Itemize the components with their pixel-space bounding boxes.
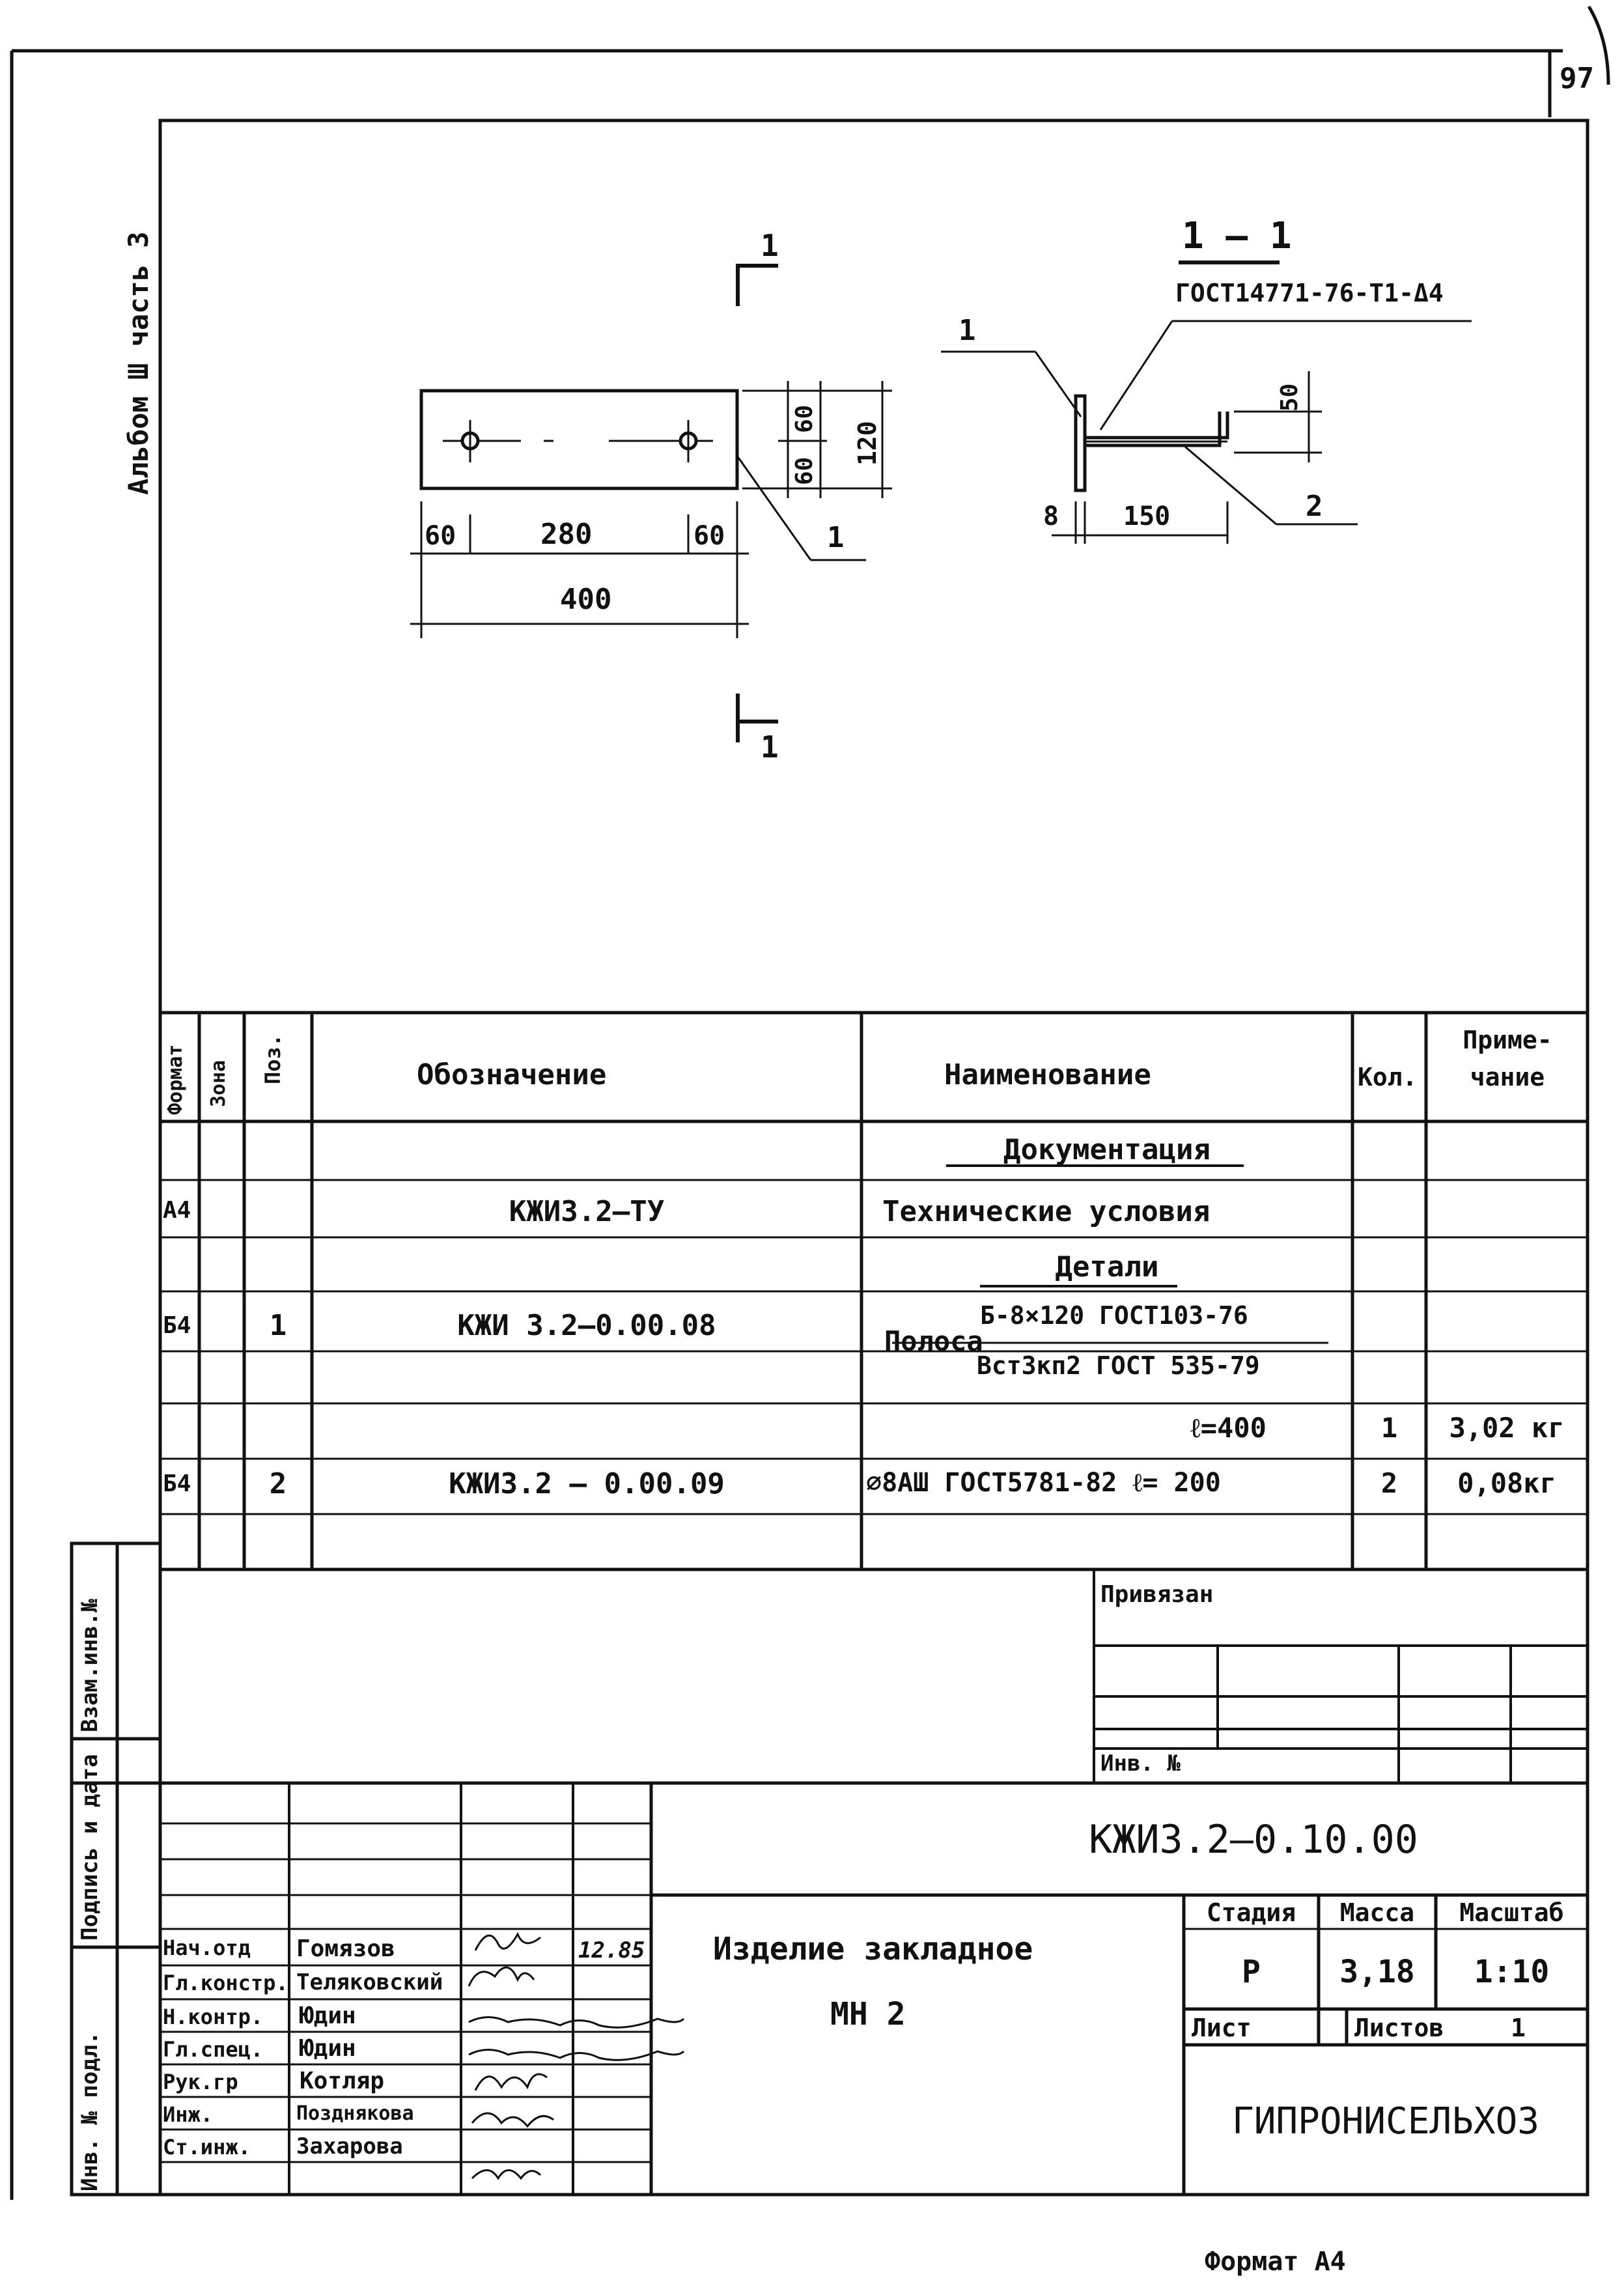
row-5-note: 0,08кг (1457, 1467, 1556, 1499)
product-line-1: Изделие закладное (713, 1931, 1033, 1967)
callout-2-section: 2 (1306, 490, 1323, 523)
row-4-note: 3,02 кг (1449, 1412, 1565, 1444)
privyazan-title: Привязан (1100, 1581, 1214, 1608)
row-4-name: ℓ=400 (1190, 1412, 1267, 1444)
dim-60-left: 60 (425, 521, 456, 551)
signatures (468, 1932, 685, 2180)
row-5-qty: 2 (1380, 1467, 1398, 1499)
row-3-designation: КЖИ 3.2–0.00.08 (457, 1309, 716, 1342)
dim-60-right: 60 (693, 521, 725, 551)
side-label-inv-podl: Инв. № подл. (77, 2031, 103, 2191)
section-title: 1 – 1 (1182, 215, 1292, 257)
dim-60-top: 60 (791, 404, 818, 433)
weld-code: ГОСТ14771-76-Т1-Δ4 (1175, 279, 1444, 307)
role-0: Нач.отд (163, 1935, 251, 1960)
callout-1-plan: 1 (827, 521, 845, 554)
row-5-format: Б4 (163, 1470, 191, 1497)
section-mark-top: 1 (761, 228, 779, 263)
section-mark-bottom: 1 (761, 729, 779, 765)
role-5: Инж. (163, 2102, 214, 2127)
side-label-vzam: Взам.инв.№ (77, 1599, 103, 1732)
sheet-label: Лист (1192, 2014, 1252, 2042)
organization: ГИПРОНИСЕЛЬХОЗ (1231, 2100, 1539, 2143)
dim-400: 400 (560, 583, 612, 616)
page-number: 97 (1560, 62, 1594, 95)
header-pos: Поз. (260, 1033, 285, 1084)
name-1: Теляковский (296, 1969, 443, 1995)
dim-120: 120 (853, 421, 882, 466)
header-note-1: Приме- (1463, 1026, 1552, 1054)
scale-label: Масштаб (1459, 1898, 1564, 1927)
header-note-2: чание (1470, 1063, 1545, 1091)
role-1: Гл.констр. (163, 1971, 288, 1995)
scale-value: 1:10 (1474, 1954, 1550, 1990)
header-name: Наименование (944, 1058, 1151, 1091)
role-6: Ст.инж. (163, 2135, 251, 2159)
stage-label: Стадия (1206, 1898, 1296, 1927)
dim-150: 150 (1123, 501, 1171, 531)
row-2-name: Детали (1055, 1250, 1159, 1284)
row-5-name: ⌀8АШ ГОСТ5781-82 ℓ= 200 (866, 1468, 1221, 1498)
format-footer: Формат А4 (1205, 2247, 1346, 2277)
row-4-qty: 1 (1380, 1412, 1398, 1444)
name-4: Котляр (300, 2068, 385, 2094)
row-1-name: Технические условия (882, 1195, 1211, 1228)
name-6: Захарова (296, 2133, 403, 2159)
name-2: Юдин (300, 2003, 356, 2029)
name-5: Позднякова (296, 2102, 414, 2125)
name-3: Юдин (300, 2035, 356, 2062)
sheets-label: Листов (1354, 2014, 1444, 2042)
dim-60-bottom: 60 (791, 457, 818, 485)
row-3-format: Б4 (163, 1312, 191, 1339)
side-label-podpis: Подпись и дата (77, 1754, 103, 1941)
dim-50: 50 (1276, 383, 1303, 412)
role-3: Гл.спец. (163, 2037, 264, 2062)
row-3-name-top: Б-8×120 ГОСТ103-76 (980, 1301, 1248, 1330)
mass-label: Масса (1339, 1898, 1415, 1927)
row-3-name-bottom: Вст3кп2 ГОСТ 535-79 (977, 1351, 1260, 1380)
header-qty: Кол. (1358, 1063, 1418, 1091)
header-designation: Обозначение (417, 1058, 607, 1091)
row-0-name: Документация (1003, 1133, 1211, 1166)
name-0: Гомязов (296, 1935, 395, 1962)
row-1-designation: КЖИ3.2–ТУ (509, 1195, 665, 1228)
product-line-2: МН 2 (830, 1996, 906, 2032)
privyazan-inv: Инв. № (1100, 1750, 1181, 1777)
row-3-name-prefix: Полоса (884, 1325, 983, 1357)
dim-8: 8 (1043, 501, 1059, 531)
role-2: Н.контр. (163, 2004, 264, 2029)
row-5-pos: 2 (269, 1467, 287, 1500)
row-5-designation: КЖИ3.2 – 0.00.09 (449, 1467, 725, 1500)
approval-date: 12.85 (578, 1937, 645, 1963)
row-3-pos: 1 (269, 1309, 287, 1342)
header-format: Формат (164, 1044, 187, 1115)
album-label: Альбом Ш часть 3 (122, 231, 154, 495)
dim-280: 280 (540, 518, 593, 551)
callout-1-section: 1 (959, 314, 976, 347)
sheets-value: 1 (1511, 2014, 1526, 2042)
header-zone: Зона (207, 1060, 230, 1107)
row-1-format: А4 (163, 1197, 191, 1224)
stage-value: Р (1242, 1954, 1261, 1990)
doc-code: КЖИ3.2–0.10.00 (1089, 1817, 1418, 1862)
role-4: Рук.гр (163, 2070, 238, 2094)
mass-value: 3,18 (1339, 1954, 1415, 1990)
